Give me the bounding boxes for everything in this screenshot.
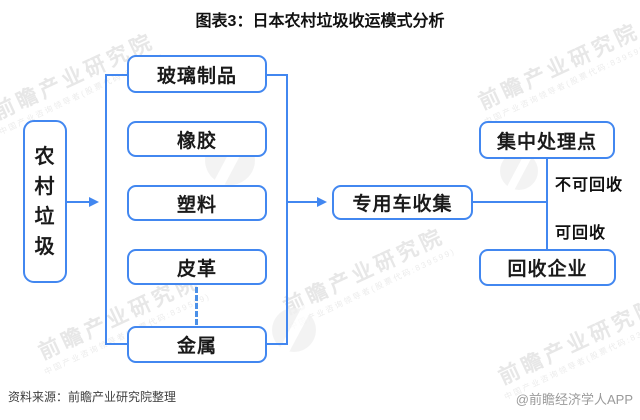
node-leather: 皮革 (127, 249, 267, 285)
node-recycling-enterprise-label: 回收企业 (507, 259, 588, 280)
branch-label-recyclable: 可回收 (555, 225, 607, 242)
node-glass-products: 玻璃制品 (127, 55, 267, 93)
node-glass-products-label: 玻璃制品 (156, 65, 237, 87)
node-centralized-processing-point-label: 集中处理点 (496, 131, 597, 153)
node-rural-garbage-label: 农村垃圾 (34, 145, 56, 258)
node-metal: 金属 (127, 326, 267, 363)
data-source-note: 资料来源：前瞻产业研究院整理 (8, 390, 177, 404)
page-title: 图表3：日本农村垃圾收运模式分析 (195, 13, 445, 30)
dashed-ellipsis-connector (195, 287, 198, 325)
node-special-vehicle-collection-label: 专用车收集 (352, 194, 453, 215)
node-leather-label: 皮革 (176, 258, 217, 280)
node-rural-garbage: 农村垃圾 (23, 120, 67, 283)
node-recycling-enterprise: 回收企业 (479, 249, 616, 286)
node-rubber: 橡胶 (127, 121, 267, 157)
node-plastic: 塑料 (127, 185, 267, 221)
node-plastic-label: 塑料 (176, 194, 217, 216)
node-rubber-label: 橡胶 (176, 130, 217, 152)
arrowhead-right-icon (317, 197, 327, 207)
arrowhead-right-icon (89, 197, 99, 207)
branch-label-non-recyclable: 不可回收 (555, 177, 624, 194)
node-metal-label: 金属 (176, 336, 217, 357)
connector-collection-to-branch (473, 201, 548, 203)
node-centralized-processing-point: 集中处理点 (479, 121, 615, 159)
node-special-vehicle-collection: 专用车收集 (332, 185, 473, 220)
branch-vertical-line (546, 159, 548, 250)
connector-source-to-group (67, 201, 90, 203)
credit-note: @前瞻经济学人APP (515, 392, 633, 407)
connector-group-to-collection (288, 201, 318, 203)
